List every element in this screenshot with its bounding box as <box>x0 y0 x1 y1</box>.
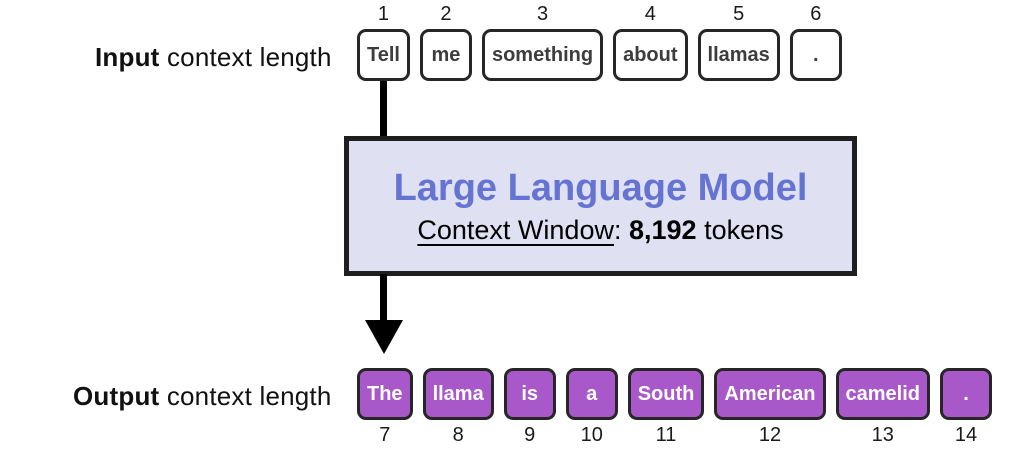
input-context-length-label: Input context length <box>95 42 332 73</box>
input-label-rest: context length <box>159 42 332 72</box>
token-index: 14 <box>954 424 978 446</box>
input-token-row: 1 Tell 2 me 3 something 4 about 5 llamas… <box>357 2 842 81</box>
output-label-rest: context length <box>159 381 332 411</box>
token-count: 8,192 <box>628 214 697 245</box>
token-box: . <box>940 368 993 420</box>
input-token-2: 2 me <box>419 2 472 81</box>
input-token-1: 1 Tell <box>357 2 410 81</box>
token-index: 5 <box>733 3 745 25</box>
output-token-8: llama 8 <box>422 368 494 447</box>
token-index: 2 <box>440 3 452 25</box>
output-token-7: The 7 <box>357 368 413 447</box>
model-to-output-arrow-head <box>365 320 403 354</box>
token-box: me <box>419 29 472 81</box>
input-to-model-connector <box>380 81 387 138</box>
token-index: 4 <box>644 3 656 25</box>
token-index: 3 <box>536 3 549 25</box>
input-token-5: 5 llamas <box>697 2 780 81</box>
output-label-bold: Output <box>73 381 160 411</box>
input-label-bold: Input <box>95 42 160 72</box>
output-token-13: camelid 13 <box>835 368 931 447</box>
context-window-subtitle: Context Window: 8,192 tokens <box>417 215 783 246</box>
token-box: The <box>357 368 413 420</box>
output-token-11: South 11 <box>627 368 705 447</box>
input-token-4: 4 about <box>613 2 688 81</box>
token-index: 12 <box>758 424 782 446</box>
token-box: llama <box>422 368 494 420</box>
token-box: a <box>565 368 618 420</box>
input-token-3: 3 something <box>481 2 604 81</box>
subtitle-colon: : <box>613 214 629 245</box>
input-token-6: 6 . <box>789 2 842 81</box>
output-token-12: American 12 <box>714 368 826 447</box>
model-to-output-arrow-shaft <box>380 274 387 322</box>
token-unit: tokens <box>696 214 784 245</box>
token-index: 10 <box>580 424 603 446</box>
token-index: 11 <box>655 424 677 446</box>
large-language-model-box: Large Language Model Context Window: 8,1… <box>344 136 857 276</box>
output-token-row: The 7 llama 8 is 9 a 10 South 11 America… <box>357 368 993 447</box>
token-box: llamas <box>697 29 780 81</box>
token-box: is <box>503 368 556 420</box>
context-window-label: Context Window <box>417 214 614 245</box>
token-index: 8 <box>452 424 464 446</box>
token-box: . <box>789 29 842 81</box>
token-index: 13 <box>871 424 894 446</box>
token-box: about <box>613 29 688 81</box>
output-token-14: . 14 <box>940 368 993 447</box>
model-title: Large Language Model <box>393 166 808 209</box>
token-index: 6 <box>810 3 822 25</box>
token-index: 7 <box>379 424 391 446</box>
token-box: something <box>481 29 604 81</box>
token-index: 1 <box>377 3 390 25</box>
output-token-9: is 9 <box>503 368 556 447</box>
token-box: camelid <box>835 368 931 420</box>
token-box: Tell <box>357 29 410 81</box>
token-box: American <box>714 368 826 420</box>
output-context-length-label: Output context length <box>73 381 332 412</box>
output-token-10: a 10 <box>565 368 618 447</box>
token-index: 9 <box>524 424 536 446</box>
token-box: South <box>627 368 705 420</box>
